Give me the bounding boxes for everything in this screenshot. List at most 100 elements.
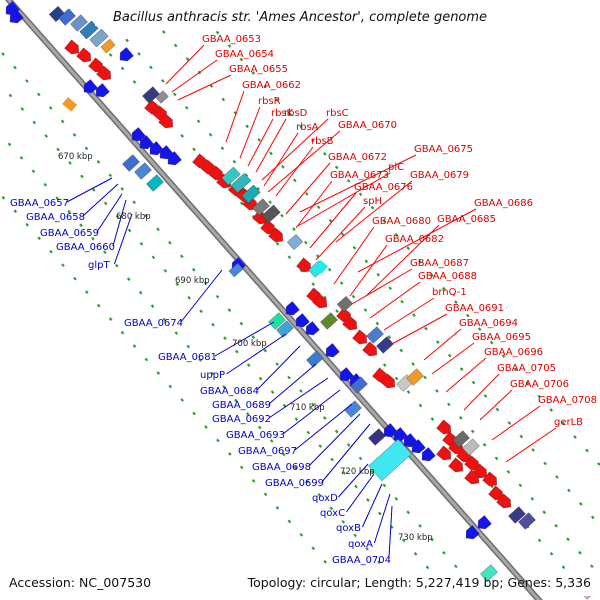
forward-gene-label[interactable]: GBAA_0676 — [354, 182, 413, 193]
label-leader — [479, 389, 513, 421]
forward-gene-label[interactable]: rbsC — [326, 108, 349, 119]
label-leader — [349, 244, 388, 297]
track-dot — [424, 326, 428, 331]
reverse-gene-label[interactable]: GBAA_0699 — [265, 478, 324, 489]
track-dot — [31, 169, 36, 174]
reverse-gene-label[interactable]: qoxC — [320, 508, 345, 519]
feature-block — [58, 8, 76, 26]
track-dot — [114, 263, 119, 268]
reverse-gene-label[interactable]: GBAA_0657 — [10, 198, 69, 209]
track-dot — [198, 358, 203, 362]
reverse-gene-label[interactable]: GBAA_0684 — [200, 386, 259, 397]
forward-gene-label[interactable]: GBAA_0673 — [330, 170, 389, 181]
forward-gene-label[interactable]: brnQ-1 — [432, 287, 467, 298]
track-dot — [375, 321, 380, 326]
track-dot — [79, 223, 83, 228]
label-leader — [82, 183, 119, 217]
forward-gene-label[interactable]: GBAA_0686 — [474, 198, 533, 209]
forward-gene-label[interactable]: GBAA_0653 — [202, 34, 261, 45]
forward-gene-label[interactable]: GBAA_0688 — [418, 271, 477, 282]
forward-gene-label[interactable]: rbsK — [271, 108, 294, 119]
forward-gene-label[interactable]: plC — [388, 162, 404, 173]
forward-gene-arrow — [342, 315, 357, 331]
feature-block — [452, 430, 470, 448]
reverse-gene-arrow — [295, 313, 310, 328]
forward-gene-label[interactable]: GBAA_0696 — [484, 347, 543, 358]
reverse-gene-label[interactable]: GBAA_0692 — [212, 414, 271, 425]
track-dot — [257, 425, 262, 430]
forward-gene-label[interactable]: GBAA_0679 — [410, 170, 469, 181]
track-dot — [275, 98, 279, 102]
track-dot — [150, 304, 155, 308]
forward-gene-arrow — [436, 419, 451, 435]
track-dot — [406, 390, 411, 394]
track-dot — [311, 402, 315, 407]
forward-gene-label[interactable]: rbsD — [284, 108, 308, 119]
track-dot — [353, 533, 357, 538]
track-dot — [495, 407, 500, 412]
reverse-gene-label[interactable]: GBAA_0704 — [332, 555, 391, 566]
reverse-gene-arrow — [421, 447, 436, 462]
forward-gene-label[interactable]: gerLB — [554, 417, 583, 428]
reverse-gene-label[interactable]: GBAA_0660 — [56, 242, 115, 253]
reverse-gene-label[interactable]: GBAA_0693 — [226, 430, 285, 441]
forward-gene-label[interactable]: GBAA_0672 — [328, 152, 387, 163]
track-dot — [25, 222, 30, 227]
forward-gene-label[interactable]: GBAA_0706 — [510, 379, 569, 390]
genome-summary-text: Topology: circular; Length: 5,227,419 bp… — [247, 575, 591, 590]
track-dot — [370, 205, 375, 210]
reverse-gene-label[interactable]: GBAA_0674 — [124, 318, 183, 329]
track-dot — [294, 417, 299, 421]
label-leader — [321, 423, 371, 483]
reverse-gene-label[interactable]: GBAA_0698 — [252, 462, 311, 473]
reverse-gene-label[interactable]: GBAA_0697 — [238, 446, 297, 457]
forward-gene-label[interactable]: GBAA_0654 — [215, 49, 274, 60]
reverse-gene-label[interactable]: GBAA_0658 — [26, 212, 85, 223]
forward-gene-label[interactable]: GBAA_0675 — [414, 144, 473, 155]
reverse-gene-label[interactable]: qoxA — [348, 539, 373, 550]
track-dot — [180, 134, 184, 138]
forward-gene-label[interactable]: rbsR — [258, 96, 281, 107]
reverse-gene-arrow — [411, 439, 426, 454]
reverse-gene-label[interactable]: qoxD — [312, 493, 338, 504]
forward-gene-label[interactable]: GBAA_0682 — [385, 234, 444, 245]
reverse-gene-arrow — [465, 525, 480, 540]
forward-gene-label[interactable]: GBAA_0685 — [437, 214, 496, 225]
forward-gene-label[interactable]: GBAA_0687 — [410, 258, 469, 269]
forward-gene-label[interactable]: GBAA_0694 — [459, 318, 518, 329]
forward-gene-arrow — [380, 373, 395, 389]
reverse-gene-label[interactable]: qoxB — [336, 523, 361, 534]
track-dot — [215, 294, 220, 299]
forward-gene-label[interactable]: GBAA_0655 — [229, 64, 288, 75]
track-dot — [263, 84, 268, 89]
reverse-gene-label[interactable]: glpT — [88, 260, 110, 271]
track-dot — [139, 241, 144, 246]
reverse-gene-label[interactable]: uppP — [200, 370, 225, 381]
forward-gene-label[interactable]: spH — [363, 196, 382, 207]
forward-gene-label[interactable]: GBAA_0662 — [242, 80, 301, 91]
feature-block — [241, 184, 261, 204]
label-leader — [282, 389, 341, 435]
forward-gene-label[interactable]: GBAA_0680 — [372, 216, 431, 227]
label-leader — [383, 297, 435, 331]
forward-gene-label[interactable]: rbsB — [311, 136, 334, 147]
feature-block — [134, 162, 152, 180]
track-dot — [245, 124, 249, 129]
feature-block — [336, 296, 354, 312]
track-dot — [323, 295, 327, 300]
forward-gene-label[interactable]: GBAA_0705 — [497, 363, 556, 374]
track-dot — [317, 493, 322, 497]
reverse-gene-label[interactable]: GBAA_0689 — [212, 400, 271, 411]
forward-gene-label[interactable]: GBAA_0708 — [538, 395, 597, 406]
track-dot — [269, 439, 274, 443]
forward-gene-label[interactable]: GBAA_0670 — [338, 120, 397, 131]
track-dot — [187, 295, 191, 300]
feature-block — [320, 312, 338, 330]
forward-gene-label[interactable]: GBAA_0691 — [445, 303, 504, 314]
track-dot — [103, 201, 108, 206]
reverse-gene-label[interactable]: GBAA_0681 — [158, 352, 217, 363]
label-leader — [261, 118, 329, 181]
forward-gene-label[interactable]: GBAA_0695 — [472, 332, 531, 343]
forward-gene-label[interactable]: rbsA — [296, 122, 319, 133]
reverse-gene-label[interactable]: GBAA_0659 — [40, 228, 99, 239]
